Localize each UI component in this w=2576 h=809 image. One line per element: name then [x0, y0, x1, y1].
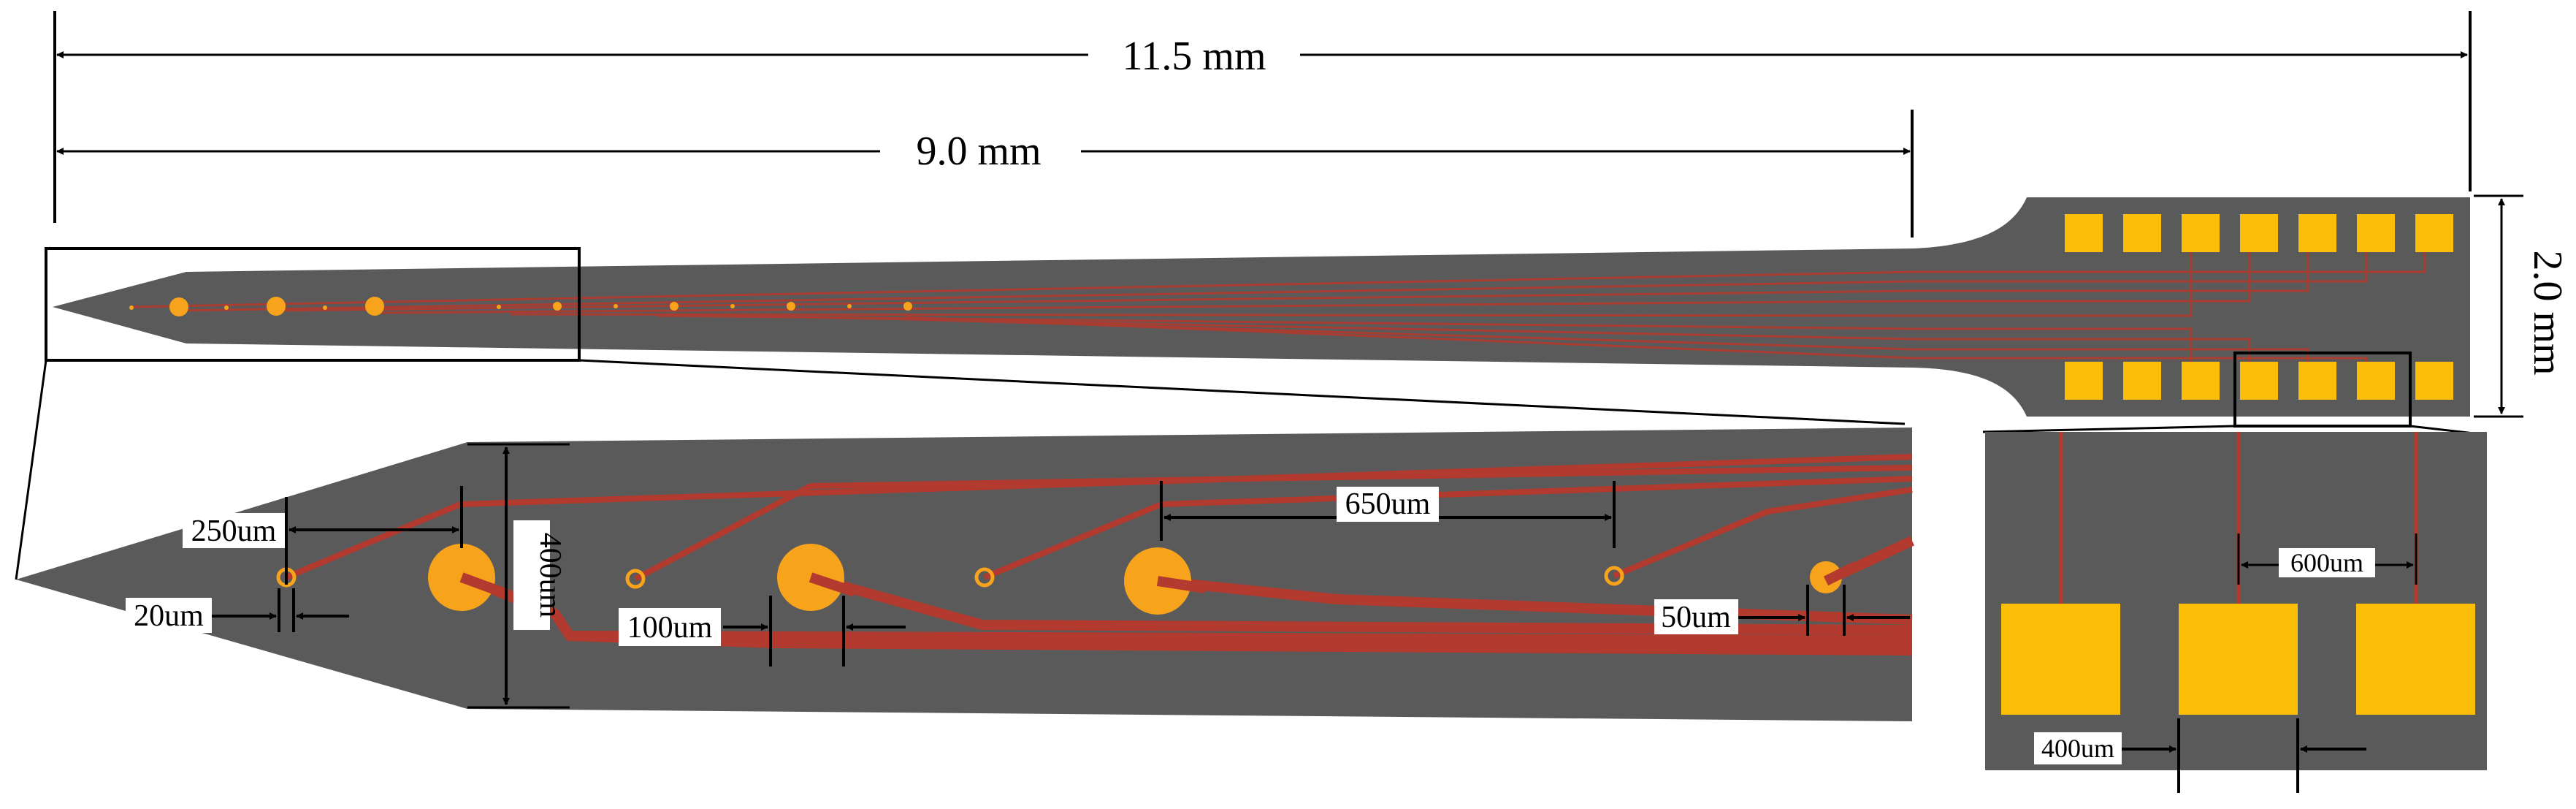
- shank-length-label: 9.0 mm: [916, 129, 1041, 174]
- dimension-large-site: 50um: [1654, 585, 1910, 636]
- dimension-total-length: 11.5 mm: [53, 11, 2472, 223]
- total-length-label: 11.5 mm: [1122, 34, 1266, 79]
- dimension-pad-pitch: 600um: [2237, 533, 2418, 585]
- medium-site-label: 100um: [627, 611, 713, 645]
- dimension-pad-gap: 400um: [2034, 718, 2366, 793]
- shank-width-label: 400um: [533, 533, 567, 618]
- tip-zoom-connector-right: [578, 359, 1906, 425]
- tip-zoom-connector-left: [15, 360, 47, 580]
- head-width-label: 2.0 mm: [2525, 250, 2570, 375]
- bottom-bond-pads: [2065, 362, 2453, 400]
- dimension-shank-width: 400um: [467, 443, 570, 709]
- shank-traces: [131, 248, 2426, 362]
- tip-zoom-box: [45, 247, 581, 362]
- large-site-label: 50um: [1661, 601, 1731, 634]
- pad-zoom-connector-left: [1982, 425, 2236, 433]
- tip-detail-panel: 250um 20um 400um 100um: [16, 428, 1914, 721]
- top-bond-pads: [2065, 214, 2453, 252]
- dimension-shank-length: 9.0 mm: [56, 110, 1914, 238]
- pad-detail-panel: 600um 400um: [1985, 432, 2487, 793]
- dimension-head-width: 2.0 mm: [2474, 194, 2570, 418]
- pad-pitch-label: 600um: [2290, 548, 2363, 577]
- dimension-small-site: 20um: [126, 588, 349, 633]
- pad-gap-label: 400um: [2041, 734, 2114, 763]
- pad-detail-pads: [2001, 604, 2475, 715]
- pad-zoom-box: [2233, 352, 2412, 428]
- small-site-label: 20um: [134, 599, 204, 633]
- probe-overview: [45, 197, 2470, 428]
- site-pitch-label: 250um: [191, 514, 277, 548]
- shank-sites: [129, 297, 912, 316]
- dimension-site-spacing: 650um: [1160, 481, 1616, 548]
- site-spacing-label: 650um: [1345, 487, 1431, 521]
- dimension-site-pitch: 250um: [183, 486, 463, 585]
- dimension-medium-site: 100um: [619, 596, 906, 666]
